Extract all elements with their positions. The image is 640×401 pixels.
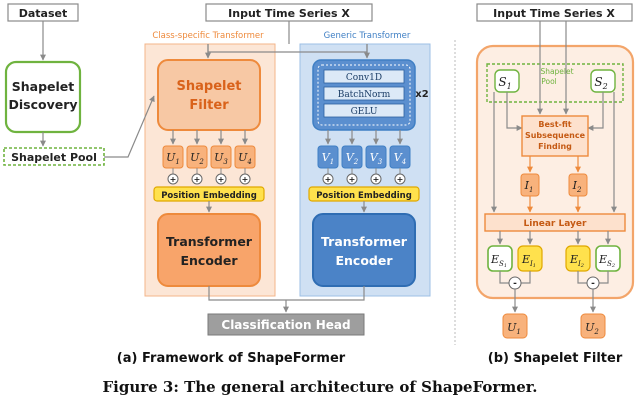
filter-shapelet-pool-box — [486, 63, 624, 103]
shapelet-filter-line2: Filter — [189, 98, 229, 113]
u-plus-label-1: + — [170, 175, 177, 184]
u-plus-label-2: + — [194, 175, 201, 184]
class-specific-label: Class-specific Transformer — [152, 31, 264, 41]
filter-input-series-box — [476, 3, 633, 22]
v-token-label-2: V2 — [346, 151, 359, 166]
repeat-label: x2 — [415, 89, 428, 100]
caption-b: (b) Shapelet Filter — [488, 351, 623, 366]
es2-label: ES2 — [598, 253, 615, 269]
bestfit-line3: Finding — [538, 142, 572, 151]
shapelet-pool-label: Shapelet Pool — [11, 151, 97, 164]
v-plus-circle-3 — [370, 173, 382, 185]
u-token-label-4: U4 — [238, 151, 252, 166]
filter-outer-box — [475, 44, 635, 300]
i2-label: I2 — [572, 179, 582, 194]
v-token-label-4: V4 — [394, 151, 406, 166]
v-token-label-3: V3 — [370, 151, 383, 166]
linear-layer-box — [484, 213, 626, 232]
u-plus-label-4: + — [242, 175, 249, 184]
classification-head-box — [207, 313, 365, 336]
transformer-generic-line1: Transformer — [321, 234, 408, 249]
es2-to-minus2 — [599, 271, 609, 284]
s2-to-bestfit-arrow — [587, 92, 604, 131]
v-plus-circle-4 — [394, 173, 406, 185]
v-plus-circle-1 — [322, 173, 334, 185]
u-plus-circle-4 — [239, 173, 251, 185]
batchnorm-box — [323, 86, 405, 101]
es1-to-minus1 — [499, 271, 509, 284]
u-token-label-3: U3 — [214, 151, 228, 166]
minus-1-label: - — [513, 279, 517, 289]
s1-to-bestfit-arrow — [506, 92, 523, 131]
u-token-label-1: U1 — [166, 151, 180, 166]
v-plus-label-4: + — [397, 175, 404, 184]
position-embedding-u-label: Position Embedding — [161, 191, 257, 201]
v-plus-label-3: + — [373, 175, 380, 184]
shapelet-pool-box — [3, 147, 105, 166]
shapelet-discovery-line2: Discovery — [8, 97, 77, 112]
dataset-label: Dataset — [19, 7, 68, 20]
filter-input-series-label: Input Time Series X — [493, 7, 615, 20]
caption-a: (a) Framework of ShapeFormer — [117, 351, 346, 366]
v-plus-circle-2 — [346, 173, 358, 185]
u-token-label-2: U2 — [190, 151, 204, 166]
minus-2-label: - — [591, 279, 595, 289]
transformer-generic-line2: Encoder — [335, 253, 393, 268]
i1-label: I1 — [524, 179, 534, 194]
ei2-to-minus2 — [577, 271, 587, 284]
shapelet-filter-line1: Shapelet — [177, 79, 242, 94]
classification-head-label: Classification Head — [221, 318, 350, 332]
transformer-encoder-generic — [312, 213, 416, 287]
filter-u2-label: U2 — [585, 321, 599, 336]
u-plus-circle-1 — [167, 173, 179, 185]
u-plus-circle-3 — [215, 173, 227, 185]
linear-layer-label: Linear Layer — [524, 219, 587, 229]
filter-u1-label: U1 — [507, 321, 521, 336]
ei1-label: EI1 — [521, 253, 536, 269]
conv1d-label: Conv1D — [346, 73, 382, 83]
input-series-label: Input Time Series X — [228, 7, 350, 20]
u-plus-label-3: + — [218, 175, 225, 184]
v-plus-label-1: + — [325, 175, 332, 184]
s1-label: S1 — [498, 75, 511, 91]
v-token-label-1: V1 — [322, 151, 334, 166]
cnn-inner-dashed — [317, 64, 411, 126]
shapelet-filter-box — [157, 59, 261, 131]
shapelet-discovery-line1: Shapelet — [12, 79, 75, 94]
gelu-box — [323, 103, 405, 118]
gelu-label: GELU — [351, 107, 378, 117]
figure-caption: Figure 3: The general architecture of Sh… — [103, 378, 538, 396]
u-plus-circle-2 — [191, 173, 203, 185]
filter-pool-line1: Shapelet — [540, 67, 573, 76]
es1-label: ES1 — [490, 253, 507, 269]
bestfit-line2: Subsequence — [525, 131, 586, 140]
filter-pool-line2: Pool — [541, 77, 557, 86]
conv1d-box — [323, 69, 405, 84]
ei1-to-minus1 — [521, 271, 531, 284]
transformer-encoder-class — [157, 213, 261, 287]
position-embedding-v-label: Position Embedding — [316, 191, 412, 201]
generic-label: Generic Transformer — [324, 31, 411, 41]
batchnorm-label: BatchNorm — [338, 90, 391, 100]
filter-u1-box — [502, 313, 528, 339]
pool-to-filter-arrow — [104, 95, 155, 158]
transformer-class-line1: Transformer — [166, 234, 253, 249]
bestfit-line1: Best-fit — [538, 120, 571, 129]
filter-u2-box — [580, 313, 606, 339]
s2-label: S2 — [594, 75, 607, 91]
transformer-class-line2: Encoder — [180, 253, 238, 268]
ei2-label: EI2 — [569, 253, 584, 269]
v-plus-label-2: + — [349, 175, 356, 184]
bestfit-box — [521, 115, 589, 157]
u-token-group: U1 + U2 + U3 + U4 + — [162, 130, 256, 185]
v-token-group: V1 + V2 + V3 + V4 + — [317, 130, 411, 185]
